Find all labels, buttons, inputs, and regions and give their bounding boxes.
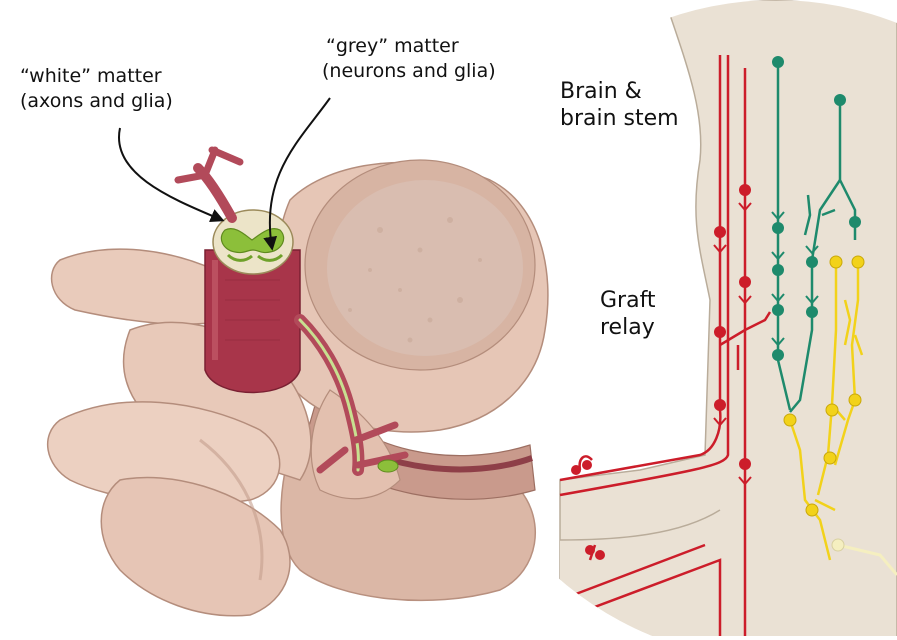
- cancellous-bone: [327, 180, 523, 356]
- dorsal-root-ganglion: [378, 460, 398, 472]
- brain-stem-label: Brain & brain stem: [560, 78, 710, 132]
- white-matter-title: “white” matter: [20, 64, 230, 89]
- graft-relay-label: Graft relay: [600, 287, 700, 341]
- vertebra-illustration: [48, 150, 548, 616]
- brain-line2: brain stem: [560, 105, 710, 132]
- white-matter-detail: (axons and glia): [20, 89, 230, 114]
- graft-line1: Graft: [600, 287, 700, 314]
- grey-matter-title: “grey” matter: [322, 34, 542, 59]
- white-matter-label: “white” matter (axons and glia): [20, 64, 230, 114]
- brain-line1: Brain &: [560, 78, 710, 105]
- grey-matter-detail: (neurons and glia): [322, 59, 542, 84]
- transverse-process-upper: [52, 249, 230, 324]
- graft-line2: relay: [600, 314, 700, 341]
- grey-matter-label: “grey” matter (neurons and glia): [322, 34, 542, 84]
